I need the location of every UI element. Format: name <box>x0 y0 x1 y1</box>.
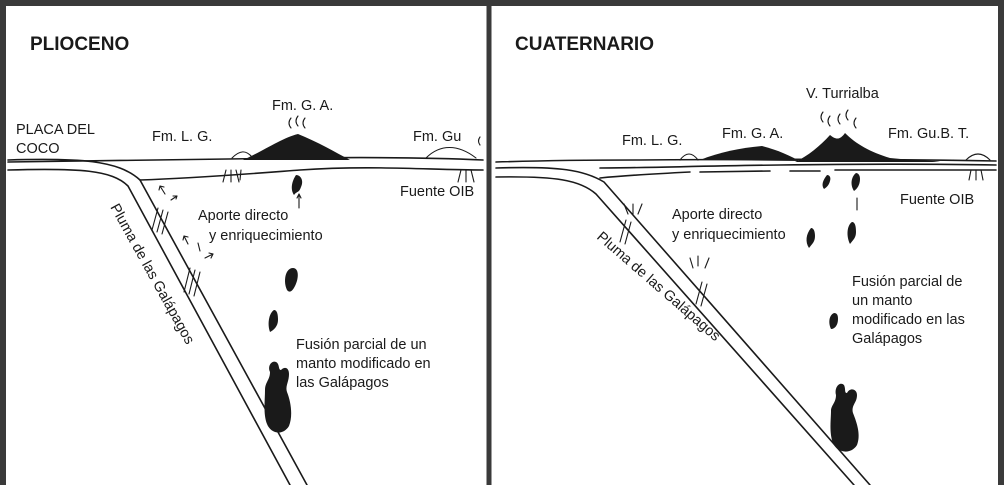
subducting-slab-bottom <box>495 176 855 485</box>
volcano-turrialba <box>795 133 940 162</box>
enrichment-arrows <box>158 185 214 259</box>
pluma-label: Pluma de las Galápagos <box>593 229 723 345</box>
fusion-label-line1: Fusión parcial de <box>852 274 962 290</box>
magma-drop <box>851 173 860 191</box>
fusion-label-line1: Fusión parcial de un <box>296 337 427 353</box>
surface-line-upper <box>599 169 997 179</box>
aporte-label-line1: Aporte directo <box>198 208 288 224</box>
volcano-ga <box>243 134 350 160</box>
surface-line-lower <box>599 163 997 169</box>
fusion-label-line3: modificado en las <box>852 312 965 328</box>
relief-gu <box>425 146 477 159</box>
formation-ga-label: Fm. G. A. <box>722 126 783 142</box>
formation-lg-label: Fm. L. G. <box>622 133 682 149</box>
panel-plioceno: PLIOCENO <box>7 34 484 485</box>
fusion-label-line4: Galápagos <box>852 331 922 347</box>
fumes-ga <box>288 115 306 129</box>
relief-gu <box>965 153 991 161</box>
fumes-gu <box>477 136 481 146</box>
magma-drop <box>829 313 838 329</box>
magma-blob-large <box>264 361 292 433</box>
aporte-label-line2: y enriquecimiento <box>672 227 786 243</box>
magma-drop <box>822 175 831 189</box>
subducting-slab-bottom <box>7 168 291 485</box>
aporte-label-line1: Aporte directo <box>672 207 762 223</box>
magma-drop <box>847 222 856 244</box>
panel-cuaternario: CUATERNARIO <box>495 34 997 485</box>
fusion-label-line2: un manto <box>852 293 912 309</box>
relief-lg <box>679 153 699 161</box>
fuente-oib-label: Fuente OIB <box>400 184 474 200</box>
fuente-oib-label: Fuente OIB <box>900 192 974 208</box>
formation-gu-bt-label: Fm. Gu.B. T. <box>888 126 969 142</box>
conduits <box>222 169 475 183</box>
subducting-slab-top <box>495 166 871 485</box>
pluma-label: Pluma de las Galápagos <box>107 201 198 347</box>
subducting-slab-top <box>7 158 308 485</box>
enrichment-arrows <box>623 197 858 269</box>
fusion-label-line3: las Galápagos <box>296 375 389 391</box>
magma-drop <box>268 310 278 332</box>
relief-lg <box>231 151 253 159</box>
magma-drop <box>285 268 298 292</box>
plate-label-line1: PLACA DEL <box>16 122 95 138</box>
magma-drop <box>806 228 815 248</box>
upward-arrow <box>296 193 302 209</box>
formation-ga-label: Fm. G. A. <box>272 98 333 114</box>
slab-fractures <box>151 207 201 297</box>
magma-drop <box>291 175 303 195</box>
fusion-label-line2: manto modificado en <box>296 356 431 372</box>
panel-title: PLIOCENO <box>30 34 129 55</box>
panel-title: CUATERNARIO <box>515 34 654 55</box>
formation-gu-label: Fm. Gu <box>413 129 461 145</box>
crust-base-line <box>139 166 484 181</box>
volcano-label: V. Turrialba <box>806 86 880 102</box>
fumes-turrialba <box>820 109 857 129</box>
slab-fractures <box>619 219 708 307</box>
relief-ga <box>700 146 800 161</box>
formation-lg-label: Fm. L. G. <box>152 129 212 145</box>
plate-label-line2: COCO <box>16 141 60 157</box>
aporte-label-line2: y enriquecimiento <box>209 228 323 244</box>
magma-blob-large <box>830 383 859 452</box>
conduits <box>968 169 984 181</box>
